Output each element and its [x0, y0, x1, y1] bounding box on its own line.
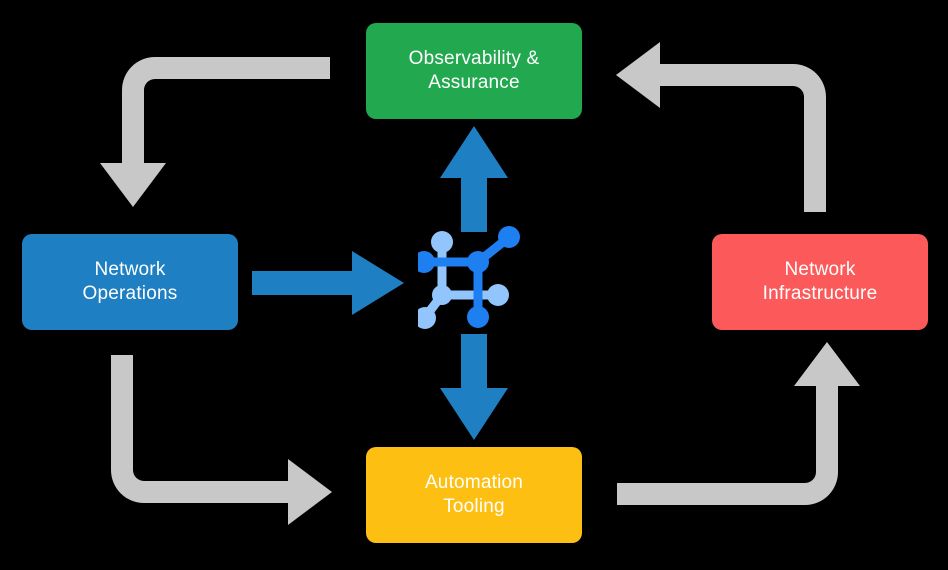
- node-label-observability: Observability & Assurance: [408, 47, 540, 93]
- node-label-infrastructure: Network Infrastructure: [762, 258, 878, 304]
- node-label-automation: Automation Tooling: [424, 471, 524, 517]
- network-topology-icon: [418, 222, 532, 336]
- connector-center-to-observability: [440, 126, 508, 232]
- connector-center-to-automation: [440, 334, 508, 440]
- node-label-operations: Network Operations: [82, 258, 178, 304]
- connector-operations-to-automation: [111, 355, 332, 525]
- node-box-infrastructure[interactable]: Network Infrastructure: [712, 234, 928, 330]
- node-box-operations[interactable]: Network Operations: [22, 234, 238, 330]
- connector-automation-to-infrastructure: [617, 342, 860, 505]
- node-box-observability[interactable]: Observability & Assurance: [366, 23, 582, 119]
- connector-observability-to-operations: [100, 57, 330, 207]
- node-box-automation[interactable]: Automation Tooling: [366, 447, 582, 543]
- connector-operations-to-center: [252, 251, 404, 315]
- connector-infrastructure-to-observability: [616, 42, 826, 212]
